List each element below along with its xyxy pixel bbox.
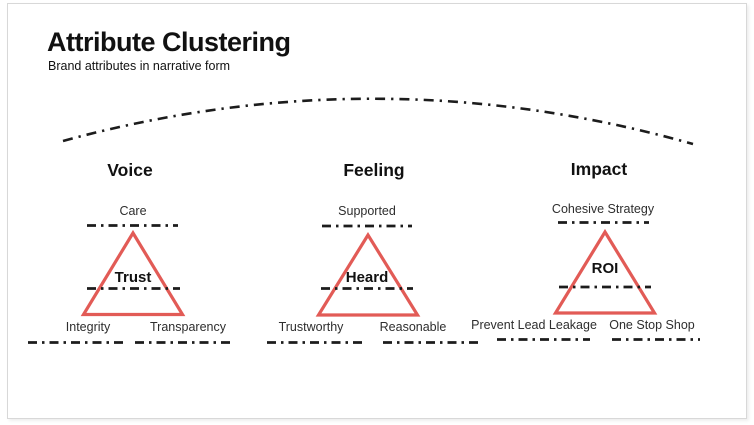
voice-bottom-left-attribute: Integrity [65, 320, 111, 334]
feeling-core-attribute: Heard [345, 269, 389, 286]
impact-heading: Impact [570, 159, 628, 179]
feeling-top-attribute: Supported [338, 204, 396, 218]
feeling-bottom-right-attribute: Reasonable [379, 320, 447, 334]
impact-core-attribute: ROI [591, 260, 619, 277]
voice-heading: Voice [107, 160, 153, 180]
voice-core-attribute: Trust [114, 269, 152, 286]
voice-bottom-right-attribute: Transparency [150, 320, 226, 334]
impact-top-attribute: Cohesive Strategy [551, 202, 655, 216]
feeling-heading: Feeling [343, 160, 405, 180]
feeling-bottom-left-attribute: Trustworthy [278, 320, 344, 334]
impact-bottom-right-attribute: One Stop Shop [609, 318, 695, 332]
page-subtitle: Brand attributes in narrative form [48, 59, 231, 73]
impact-bottom-left-attribute: Prevent Lead Leakage [471, 318, 597, 332]
voice-top-attribute: Care [119, 204, 147, 218]
page-title: Attribute Clustering [47, 27, 291, 57]
slide-canvas [7, 3, 747, 419]
